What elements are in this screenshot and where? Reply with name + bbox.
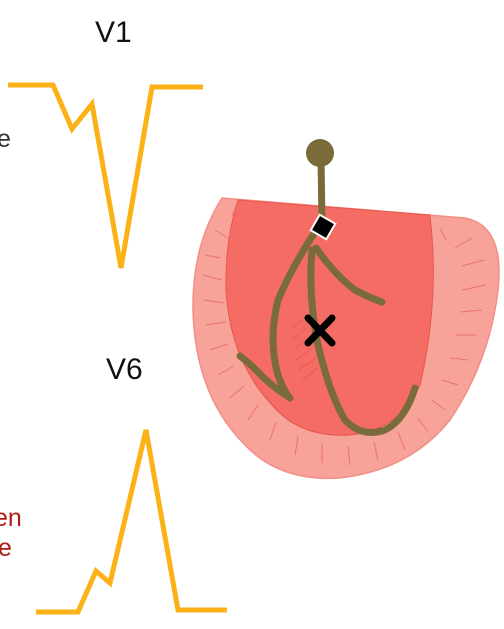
left-bundle-branch (236, 218, 326, 402)
v1-trace (8, 82, 203, 269)
septum-hatching (289, 319, 319, 381)
right-bundle-branch (312, 244, 386, 306)
v6-trace (36, 429, 227, 615)
muscle-striations (202, 211, 487, 466)
conduction-system (236, 154, 419, 436)
cross-marker (304, 314, 336, 347)
his-bundle (317, 154, 326, 226)
lead-v1-label: V1 (95, 16, 132, 49)
square-marker (309, 213, 337, 241)
cropped-text-lower-2: e (0, 534, 12, 562)
septal-branch (307, 246, 419, 436)
cropped-text-lower-1: en (0, 504, 22, 532)
lead-v6-label: V6 (106, 353, 143, 386)
cropped-text-upper: e (0, 125, 11, 153)
node-ball (306, 139, 334, 167)
